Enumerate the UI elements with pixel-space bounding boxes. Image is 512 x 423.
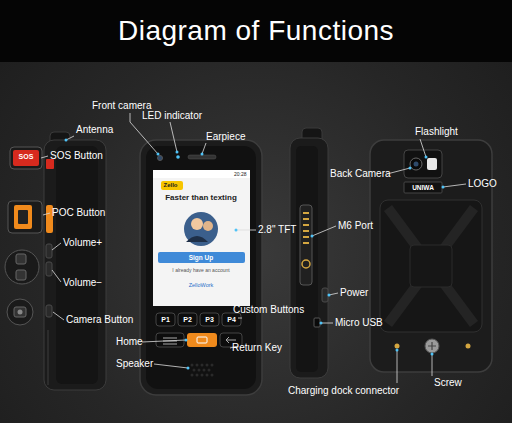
part-label: Charging dock connector xyxy=(288,385,399,396)
part-label: POC Button xyxy=(52,207,105,218)
screen-text: 20:28 xyxy=(234,172,247,178)
part-label: Volume− xyxy=(63,277,102,288)
leader-lines xyxy=(41,113,466,383)
part-label: Flashlight xyxy=(415,126,458,137)
key-label: P1 xyxy=(161,316,170,324)
title-band xyxy=(0,0,512,62)
right-side-phone xyxy=(290,128,328,378)
part-label: 2.8" TFT xyxy=(258,224,296,235)
key-label: Sign Up xyxy=(189,254,214,261)
part-label: SOS Button xyxy=(50,150,103,161)
part-label: Front camera xyxy=(92,100,151,111)
screen-text: ZelloWork xyxy=(189,282,214,288)
part-label: LED indicator xyxy=(142,110,202,121)
left-side-phone xyxy=(44,132,106,390)
key-label: P4 xyxy=(227,316,236,324)
page-title: Diagram of Functions xyxy=(0,0,512,62)
part-label: M6 Port xyxy=(338,220,373,231)
part-label: Micro USB xyxy=(335,317,383,328)
part-label: Earpiece xyxy=(206,131,245,142)
screen-text: Faster than texting xyxy=(165,194,237,203)
key-label: P2 xyxy=(183,316,192,324)
key-label: UNIWA xyxy=(412,184,434,191)
leader-dots xyxy=(65,139,445,370)
part-label: Volume+ xyxy=(63,237,102,248)
part-label: Camera Button xyxy=(66,314,133,325)
screen-text: Zello xyxy=(164,182,178,189)
part-label: Speaker xyxy=(116,358,153,369)
key-label: P3 xyxy=(205,316,214,324)
part-label: Home xyxy=(116,336,143,347)
zoom-insets xyxy=(5,147,42,325)
part-label: LOGO xyxy=(468,178,497,189)
part-label: Custom Buttons xyxy=(233,304,304,315)
part-label: Antenna xyxy=(76,124,113,135)
front-phone xyxy=(140,140,262,395)
part-label: Back Camera xyxy=(330,168,391,179)
key-label: SOS xyxy=(19,153,34,161)
part-label: Screw xyxy=(434,377,462,388)
part-label: Return Key xyxy=(232,342,282,353)
part-label: Power xyxy=(340,287,368,298)
screen-text: I already have an account xyxy=(172,268,229,274)
